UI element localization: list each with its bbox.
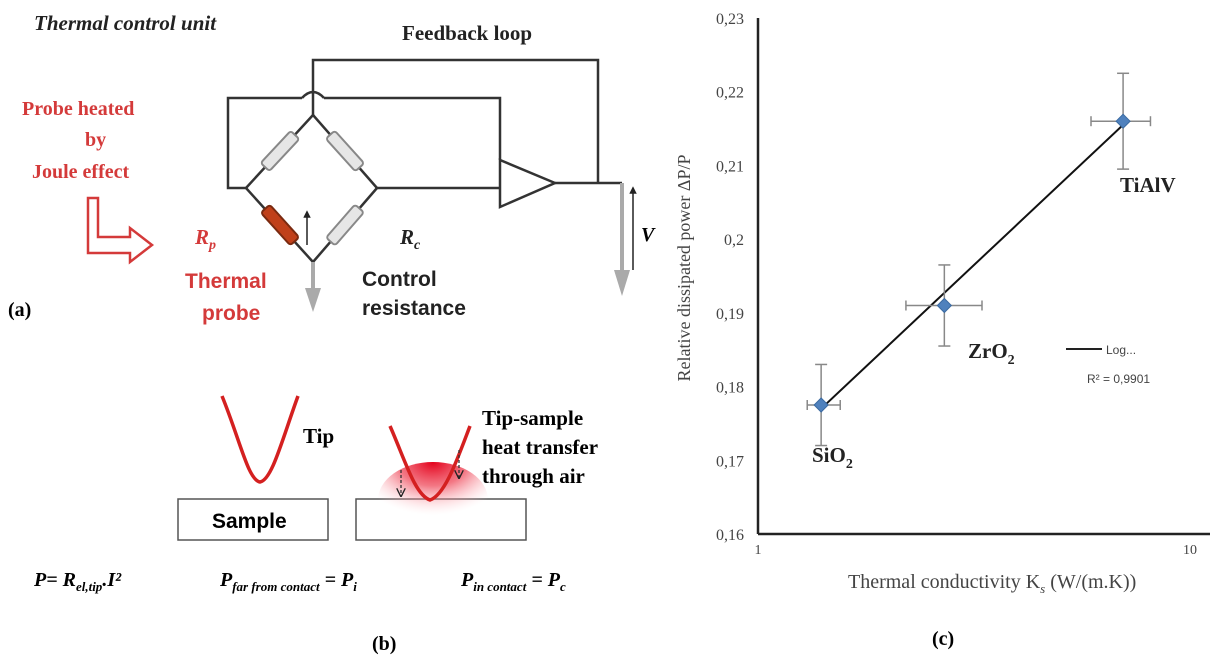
thermal-probe-line2: probe bbox=[202, 302, 260, 325]
panel-a-caption: (a) bbox=[8, 299, 31, 321]
resistor-top-right bbox=[326, 130, 364, 172]
probe-heated-line2: by bbox=[85, 129, 106, 151]
feedback-loop-label: Feedback loop bbox=[402, 21, 532, 45]
trendline-path bbox=[820, 124, 1124, 410]
data-point bbox=[905, 264, 983, 347]
y-tick-label: 0,19 bbox=[716, 306, 744, 323]
y-tick-label: 0,2 bbox=[724, 232, 744, 249]
y-tick-label: 0,21 bbox=[716, 158, 744, 175]
point-label: ZrO2 bbox=[968, 339, 1015, 368]
point-labels: SiO2 ZrO2 TiAlV bbox=[812, 173, 1176, 472]
control-resistance-line2: resistance bbox=[362, 297, 466, 320]
transfer-line1: Tip-sample bbox=[482, 406, 583, 430]
probe-heated-text: Probe heated by Joule effect bbox=[22, 98, 134, 183]
voltage-label: V bbox=[641, 224, 656, 246]
sample-label: Sample bbox=[212, 510, 287, 533]
x-axis-title: Thermal conductivity Ks (W/(m.K)) bbox=[848, 571, 1136, 596]
point-label: SiO2 bbox=[812, 443, 853, 472]
y-tick-label: 0,17 bbox=[716, 453, 744, 470]
y-tick-label: 0,22 bbox=[716, 85, 744, 102]
feedback-wires bbox=[226, 58, 622, 190]
x-tick-label: 1 bbox=[755, 543, 762, 558]
point-marker bbox=[1115, 113, 1131, 129]
y-tick-label: 0,23 bbox=[716, 11, 744, 28]
ground-arrow-bridge bbox=[305, 262, 321, 312]
y-tick-label: 0,16 bbox=[716, 527, 744, 544]
transfer-line3: through air bbox=[482, 464, 585, 488]
rc-label: Rc bbox=[399, 225, 421, 253]
rp-label: Rp bbox=[194, 225, 216, 253]
resistor-bottom-right bbox=[326, 204, 364, 246]
panel-a: Thermal control unit Feedback loop bbox=[8, 11, 656, 325]
y-tick-labels: 0,16 0,17 0,18 0,19 0,2 0,21 0,22 0,23 bbox=[716, 11, 744, 544]
trendline bbox=[820, 124, 1124, 410]
equation-joule: P= Rel,tip.I² bbox=[33, 569, 122, 594]
control-resistance-line1: Control bbox=[362, 268, 437, 291]
equation-far: Pfar from contact = Pi bbox=[219, 569, 357, 594]
probe-heated-line1: Probe heated bbox=[22, 98, 134, 120]
point-marker bbox=[813, 397, 829, 413]
panel-c-chart: 0,16 0,17 0,18 0,19 0,2 0,21 0,22 0,23 1 10 SiO2… bbox=[674, 11, 1210, 650]
ground-arrow-output bbox=[614, 183, 630, 296]
point-label: TiAlV bbox=[1120, 173, 1176, 197]
probe-heated-line3: Joule effect bbox=[32, 161, 130, 183]
panel-b: Tip Sample Tip-sample heat transfer thro… bbox=[33, 395, 598, 655]
y-tick-label: 0,18 bbox=[716, 380, 744, 397]
point-marker bbox=[936, 297, 953, 314]
bridge-circuit bbox=[245, 98, 378, 263]
x-tick-labels: 1 10 bbox=[755, 543, 1198, 558]
thermal-probe-resistor bbox=[261, 204, 299, 246]
tip-label: Tip bbox=[303, 424, 334, 448]
resistor-top-left bbox=[260, 131, 300, 171]
tip-curve-left bbox=[220, 395, 300, 484]
legend-trend-label: Log... bbox=[1106, 343, 1136, 357]
amplifier-symbol bbox=[498, 158, 559, 209]
data-point bbox=[1090, 72, 1152, 170]
data-point bbox=[806, 363, 841, 447]
heating-arrow-icon bbox=[86, 196, 155, 265]
y-axis-title: Relative dissipated power ΔP/P bbox=[674, 154, 694, 381]
thermal-probe-line1: Thermal bbox=[185, 270, 267, 293]
equation-contact: Pin contact = Pc bbox=[460, 569, 566, 594]
panel-a-title: Thermal control unit bbox=[34, 11, 217, 35]
x-tick-label: 10 bbox=[1183, 543, 1197, 558]
panel-c-caption: (c) bbox=[932, 628, 954, 650]
transfer-line2: heat transfer bbox=[482, 435, 598, 459]
data-points bbox=[806, 72, 1152, 447]
legend-r2: R² = 0,9901 bbox=[1087, 372, 1150, 386]
panel-b-caption: (b) bbox=[372, 633, 396, 655]
sample-box-left bbox=[177, 498, 329, 541]
